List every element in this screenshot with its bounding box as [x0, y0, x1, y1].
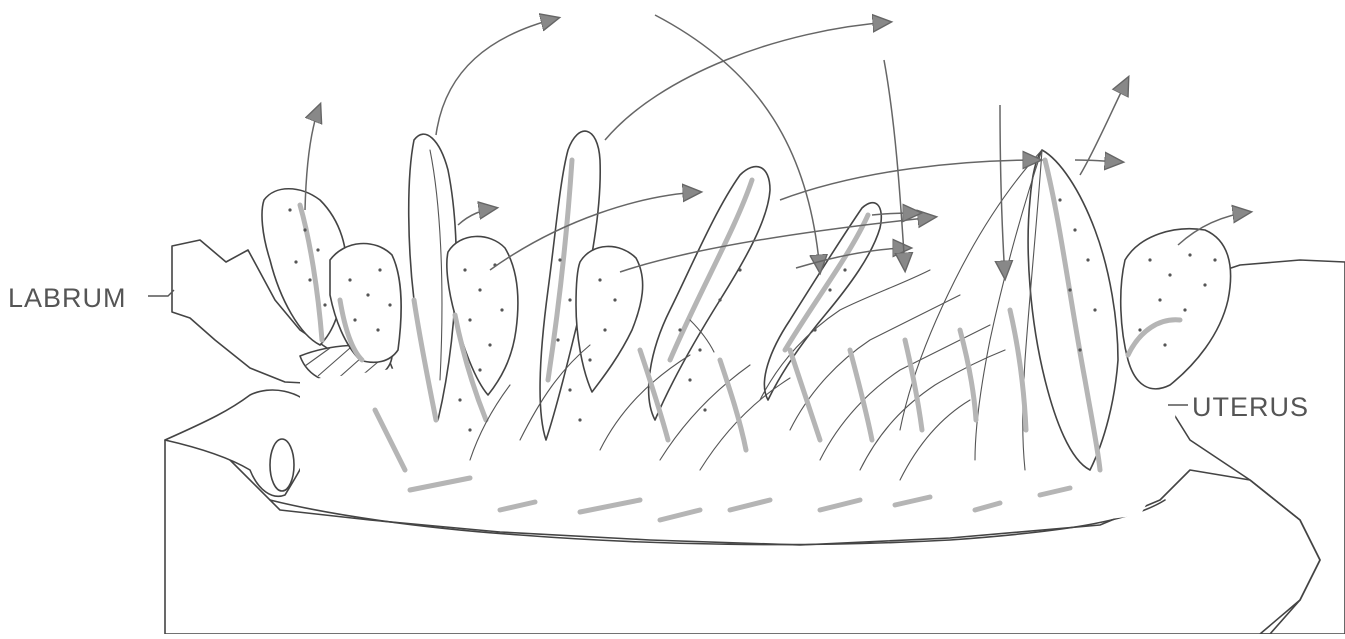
uterus-label: UTERUS — [1192, 392, 1309, 423]
lower-lip — [165, 390, 316, 496]
labrum-label: LABRUM — [8, 283, 127, 314]
